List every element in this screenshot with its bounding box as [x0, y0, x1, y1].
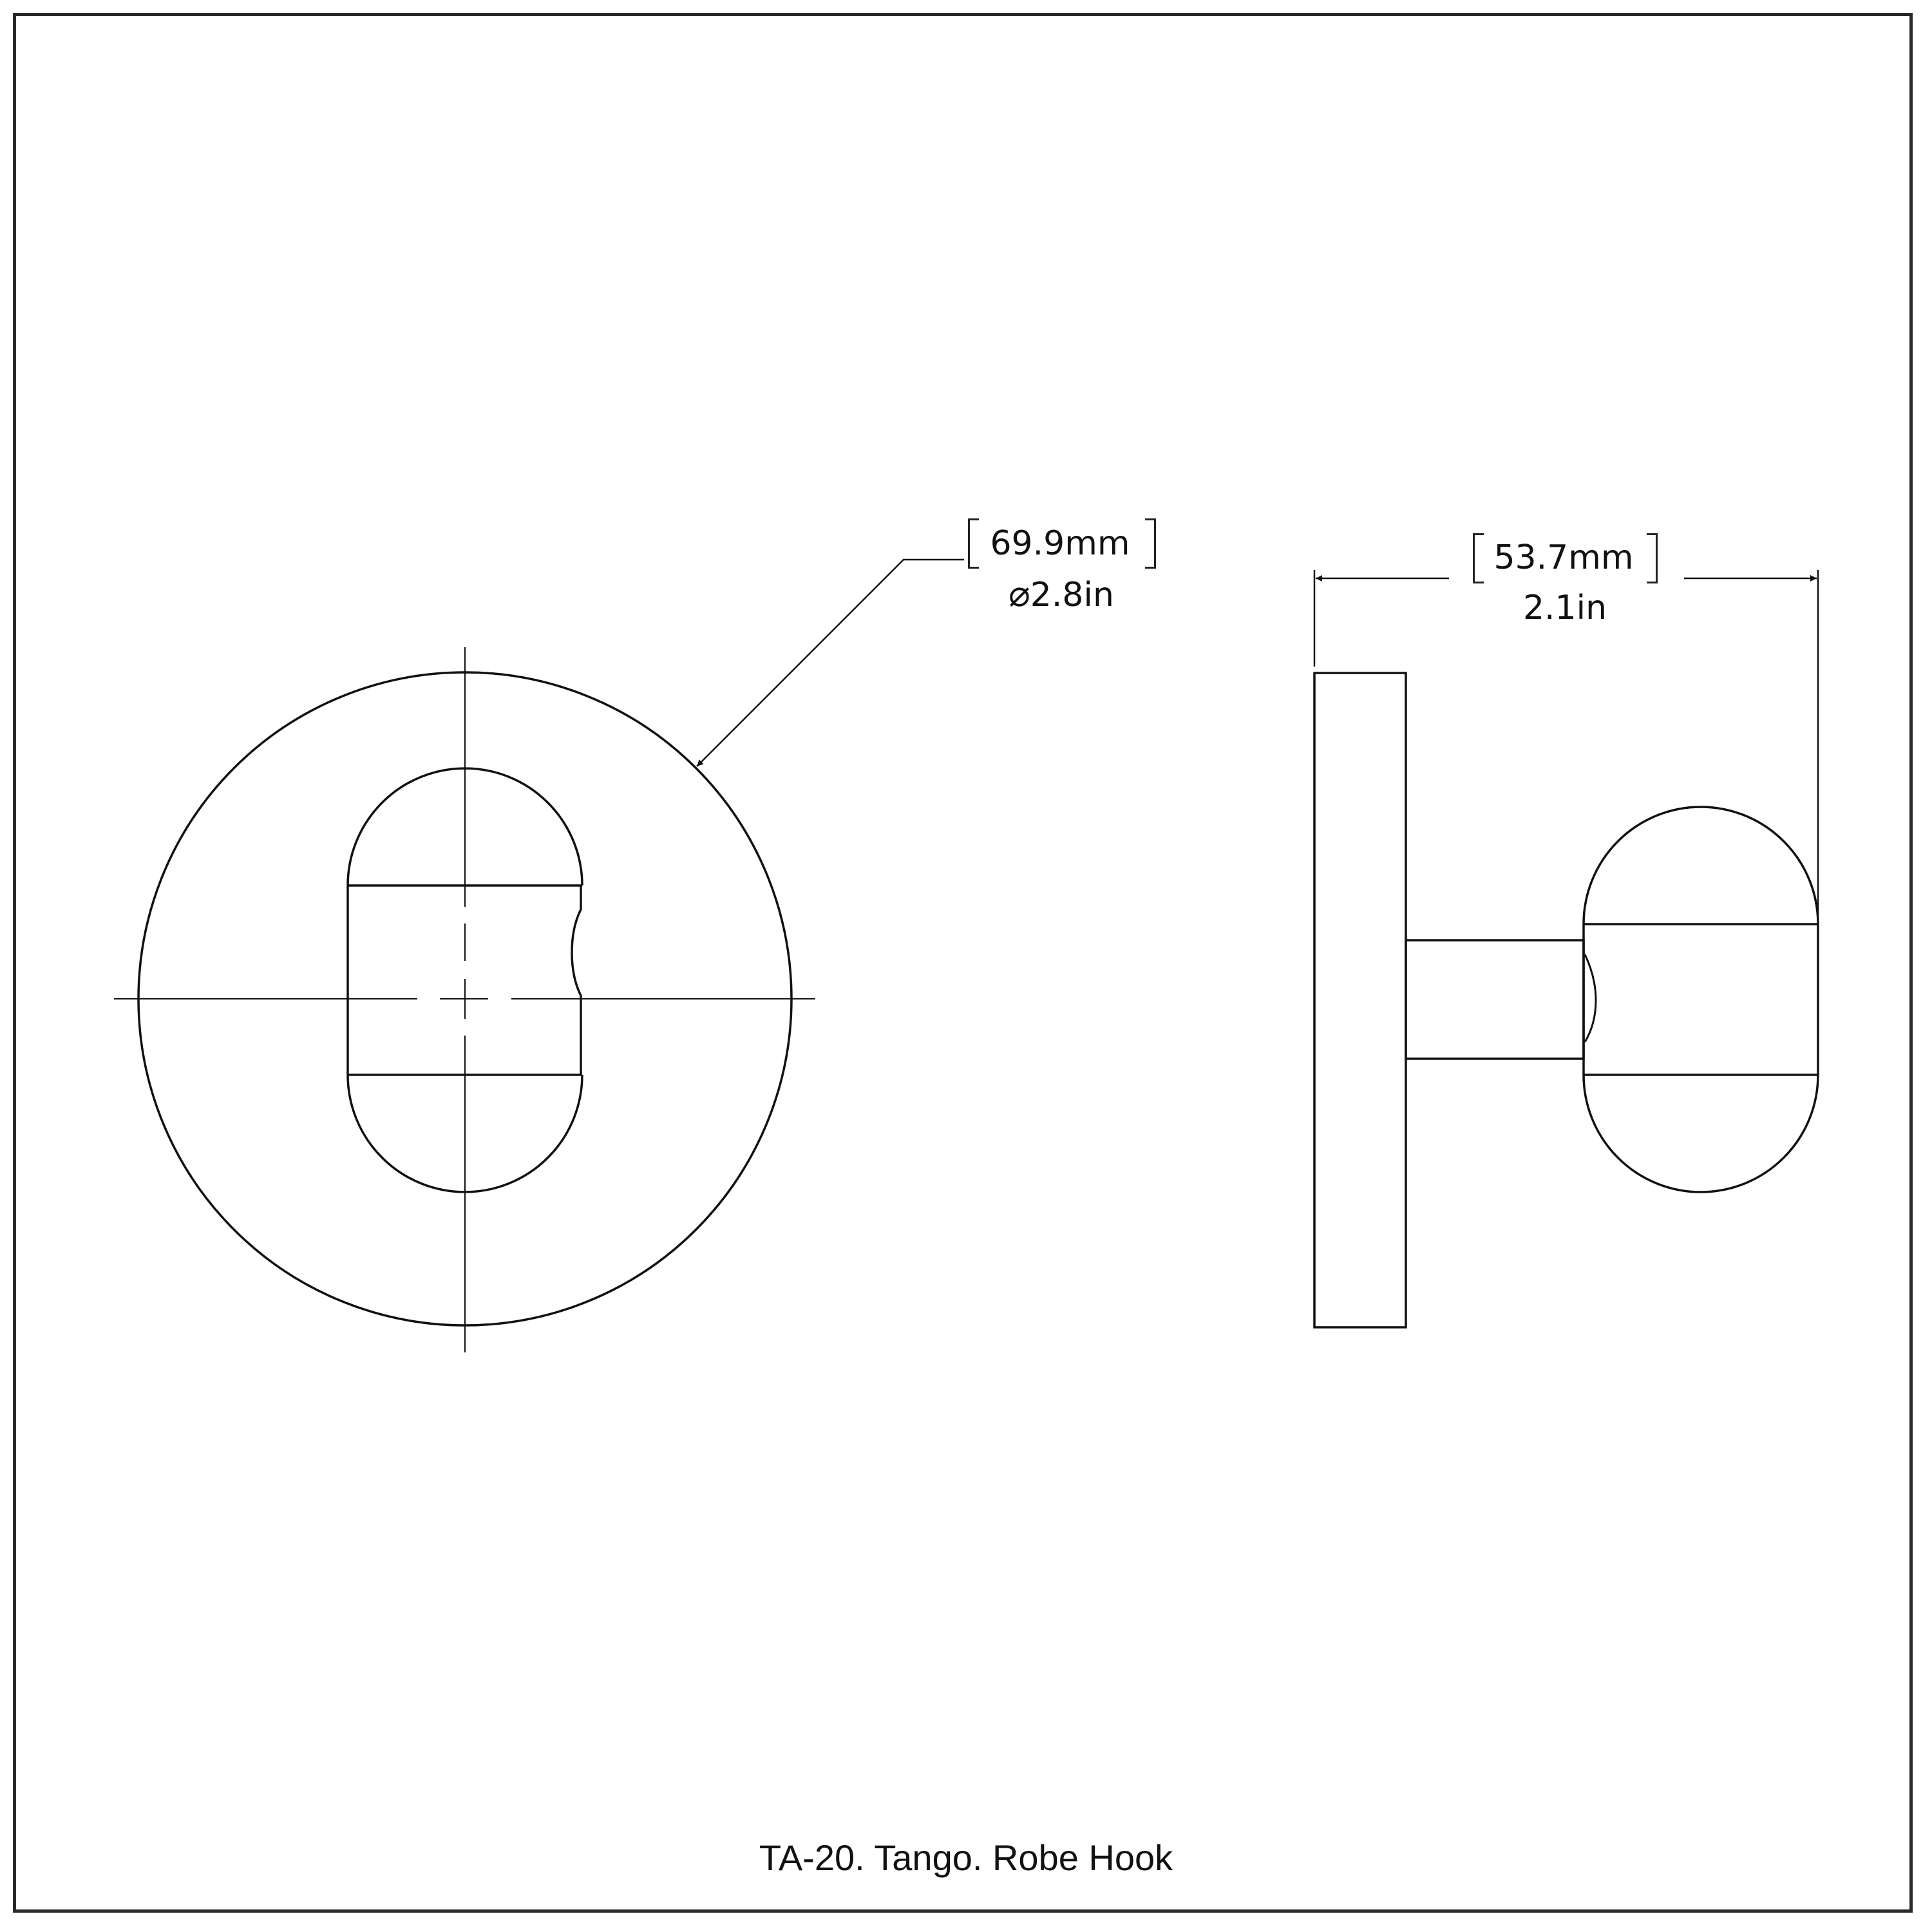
bracket-right-length	[1647, 533, 1658, 583]
length-imperial: 2.1in	[1522, 589, 1607, 627]
bracket-right	[1145, 518, 1156, 569]
diameter-symbol-icon: ⌀	[1009, 573, 1030, 615]
drawing-title: TA-20. Tango. Robe Hook	[759, 1837, 1173, 1878]
hook-knob-front	[346, 767, 583, 1193]
bracket-left-length	[1473, 533, 1484, 583]
length-dimension	[1313, 570, 1819, 921]
front-view	[114, 647, 815, 1352]
length-metric: 53.7mm	[1493, 538, 1634, 577]
backplate-side	[1313, 672, 1407, 1329]
diameter-imperial-value: 2.8in	[1030, 576, 1114, 614]
drawing-frame	[13, 13, 1913, 1913]
bracket-left	[968, 518, 979, 569]
diameter-metric: 69.9mm	[990, 524, 1130, 563]
diameter-imperial: ⌀2.8in	[1009, 576, 1114, 612]
side-view	[1313, 672, 1819, 1329]
stem-side	[1405, 939, 1585, 1060]
hook-knob-side	[1582, 806, 1819, 1193]
diameter-leader	[696, 558, 964, 767]
centerlines	[114, 647, 815, 1352]
